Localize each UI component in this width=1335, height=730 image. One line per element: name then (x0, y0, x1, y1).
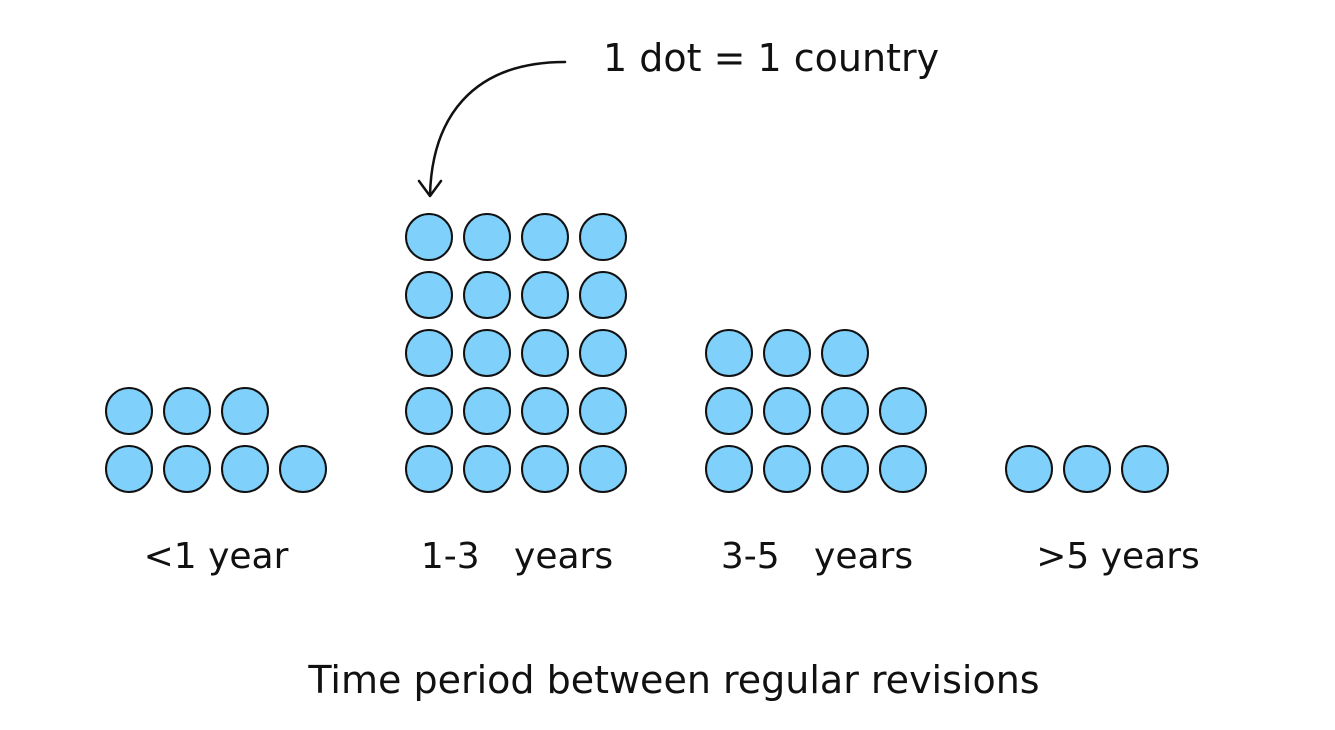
country-dot (579, 329, 627, 377)
country-dot (405, 445, 453, 493)
dot-group-3 (1005, 445, 1169, 493)
country-dot (879, 387, 927, 435)
annotation-arrow (417, 60, 567, 198)
country-dot (763, 329, 811, 377)
country-dot (405, 329, 453, 377)
country-dot (1005, 445, 1053, 493)
country-dot (579, 213, 627, 261)
country-dot (1121, 445, 1169, 493)
country-dot (405, 387, 453, 435)
country-dot (579, 271, 627, 319)
country-dot (763, 387, 811, 435)
country-dot (405, 271, 453, 319)
country-dot (763, 445, 811, 493)
category-label-1-3: 1-3 years (421, 536, 613, 577)
dot-group-2 (705, 329, 927, 493)
country-dot (521, 271, 569, 319)
country-dot (521, 387, 569, 435)
category-label-3-5: 3-5 years (721, 536, 913, 577)
country-dot (705, 329, 753, 377)
country-dot (221, 387, 269, 435)
country-dot (821, 387, 869, 435)
country-dot (163, 445, 211, 493)
country-dot (105, 445, 153, 493)
country-dot (579, 445, 627, 493)
country-dot (579, 387, 627, 435)
country-dot (221, 445, 269, 493)
country-dot (279, 445, 327, 493)
dot-legend-annotation: 1 dot = 1 country (603, 36, 939, 80)
country-dot (405, 213, 453, 261)
annotation-arrow-head (417, 179, 443, 198)
country-dot (463, 213, 511, 261)
category-labels: <1 year 1-3 years 3-5 years >5 years (144, 536, 1200, 577)
country-dot (821, 445, 869, 493)
country-dot (521, 329, 569, 377)
dot-group-1 (405, 213, 627, 493)
annotation-arrow-curve (428, 60, 567, 197)
country-dot (879, 445, 927, 493)
category-label-lt1: <1 year (144, 536, 289, 577)
country-dot (705, 445, 753, 493)
country-dot (163, 387, 211, 435)
country-dot (1063, 445, 1111, 493)
dots-layer (105, 213, 1169, 493)
country-dot (463, 445, 511, 493)
dot-group-0 (105, 387, 327, 493)
country-dot (105, 387, 153, 435)
country-dot (705, 387, 753, 435)
country-dot (821, 329, 869, 377)
country-dot (463, 271, 511, 319)
country-dot (521, 213, 569, 261)
country-dot (463, 387, 511, 435)
country-dot (463, 329, 511, 377)
category-label-gt5: >5 years (1036, 536, 1200, 577)
x-axis-title: Time period between regular revisions (307, 658, 1039, 702)
country-dot (521, 445, 569, 493)
